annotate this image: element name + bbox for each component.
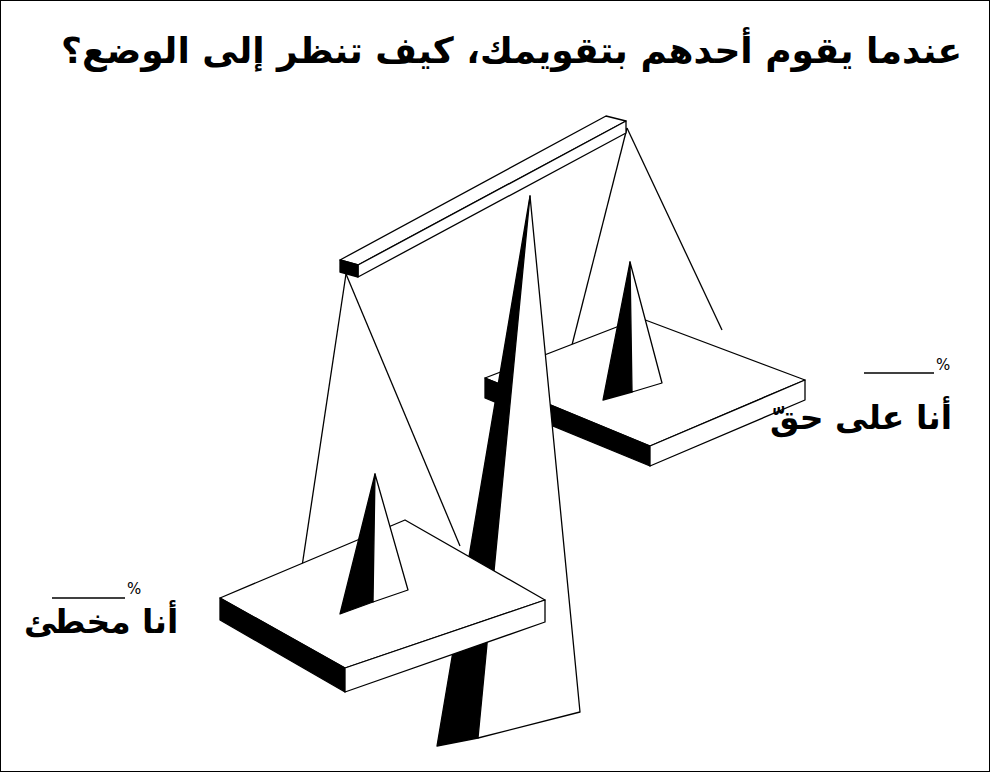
beam <box>340 116 626 265</box>
pan-string <box>627 128 722 330</box>
percent-sign: % <box>127 580 141 598</box>
weight-pyramid <box>603 262 632 400</box>
beam <box>358 121 626 277</box>
weight-pyramid <box>340 474 375 614</box>
pan-side <box>345 600 545 692</box>
title: عندما يقوم أحدهم بتقويمك، كيف تنظر إلى ا… <box>61 30 962 71</box>
beam <box>340 260 358 277</box>
weight-pyramid <box>373 474 408 602</box>
pan-side <box>220 598 345 692</box>
answer-blank <box>864 372 934 373</box>
pan-string <box>346 274 460 546</box>
weight-pyramid <box>630 262 662 392</box>
pillar <box>478 196 580 738</box>
answer-label: أنا مخطئ <box>24 602 178 641</box>
answer-label: أنا على حقّ <box>770 398 952 437</box>
answer-blank <box>52 597 125 598</box>
percent-sign: % <box>936 356 950 374</box>
